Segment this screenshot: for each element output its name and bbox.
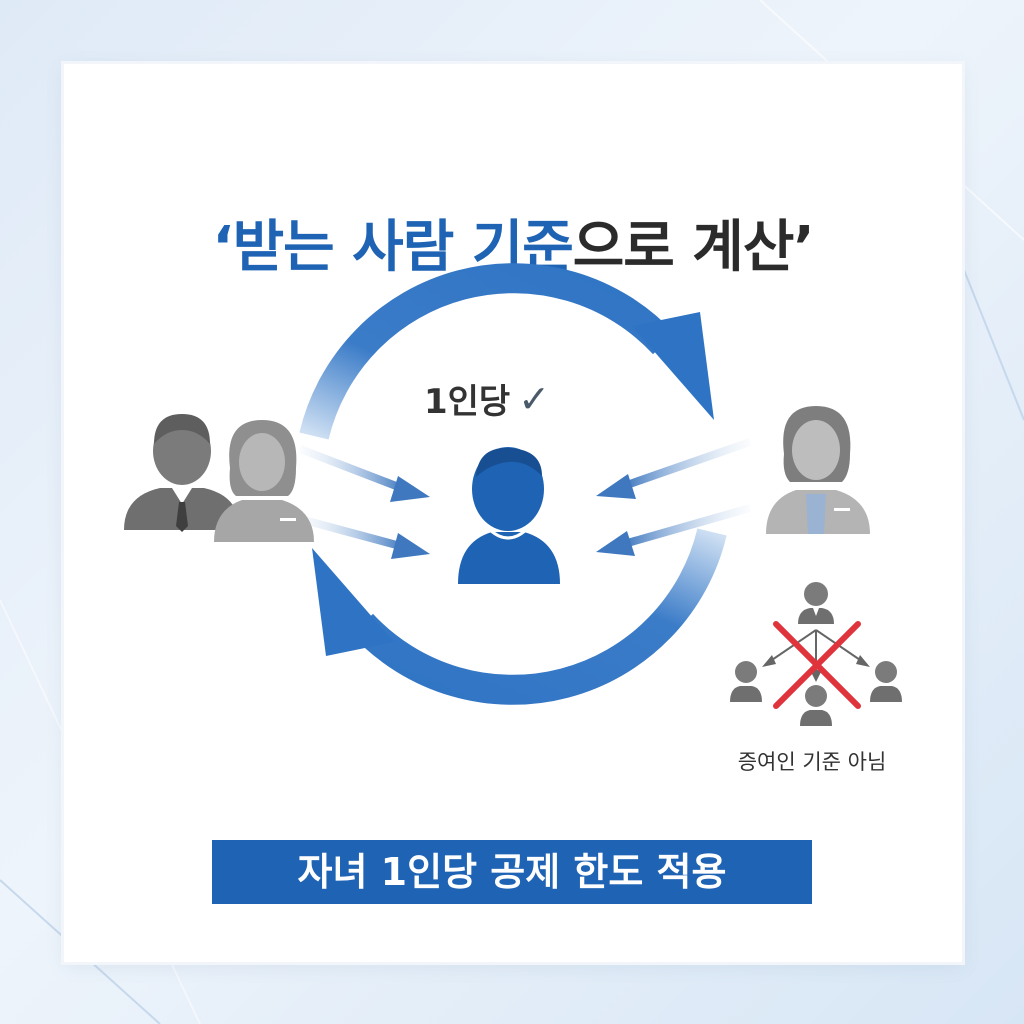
per-person-label: 1인당 ✓ xyxy=(424,374,550,423)
top-small-person-icon xyxy=(798,582,834,624)
not-donor-based-note: 증여인 기준 아님 xyxy=(737,750,887,774)
check-icon: ✓ xyxy=(518,376,551,421)
arrow-in-left-1 xyxy=(298,445,430,502)
child-small-person-icon-2 xyxy=(800,685,832,726)
recipient-child-icon xyxy=(458,447,560,584)
deduction-banner: 자녀 1인당 공제 한도 적용 xyxy=(212,840,812,904)
woman-person-icon xyxy=(214,420,314,542)
per-person-text: 1인당 xyxy=(424,382,511,422)
diagram xyxy=(124,263,902,726)
man-person-icon xyxy=(124,414,240,532)
arrow-in-right-1 xyxy=(596,438,752,499)
red-x-icon xyxy=(773,621,861,709)
title-rest: 으로 계산’ xyxy=(572,215,815,280)
arrow-in-left-2 xyxy=(298,515,430,559)
content-card: ‘받는 사람 기준으로 계산’ xyxy=(64,64,962,962)
arrow-in-right-2 xyxy=(596,504,752,556)
donor-branch-diagram xyxy=(730,582,902,726)
page-title: ‘받는 사람 기준으로 계산’ xyxy=(64,202,962,283)
child-small-person-icon-1 xyxy=(730,661,762,702)
cycle-arrow-bottom xyxy=(312,528,727,705)
cycle-arrow-top xyxy=(299,263,714,440)
right-woman-person-icon xyxy=(766,406,870,534)
child-small-person-icon-3 xyxy=(870,661,902,702)
